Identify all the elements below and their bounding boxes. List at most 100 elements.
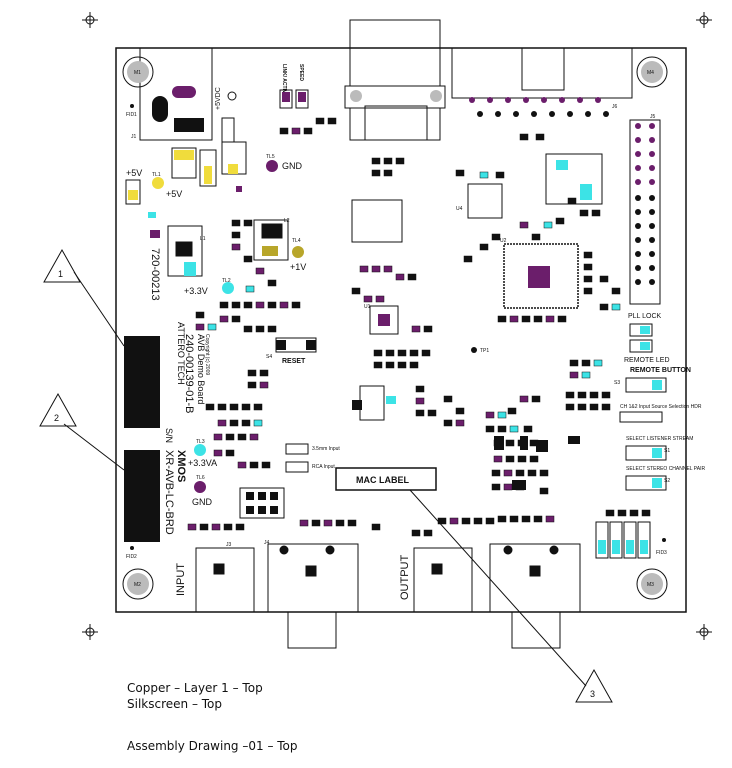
smd-part (565, 403, 575, 411)
tl6-label: TL6 (196, 475, 205, 481)
smd-part (411, 325, 421, 333)
smd-part (253, 403, 263, 411)
smd-part (591, 209, 601, 217)
brand-logo: XMOS (175, 450, 187, 482)
smd-part (479, 243, 489, 251)
mac-label-area: MAC LABEL (335, 467, 437, 491)
smd-part (383, 265, 393, 273)
smd-part (581, 359, 591, 367)
main-processor-u2: U2 (500, 238, 579, 309)
note-copper-layer: Copper – Layer 1 – Top (127, 681, 263, 695)
vdc-label: +5VDC (215, 87, 222, 110)
smd-part (531, 395, 541, 403)
part-number: 720-00213 (149, 248, 161, 301)
s1-label: S1 (664, 448, 670, 454)
smd-part (599, 303, 609, 311)
smd-part (327, 117, 337, 125)
diode-part (494, 436, 504, 450)
m2-label: M2 (134, 582, 141, 588)
smd-part (519, 221, 529, 229)
power-jack-outline (139, 47, 213, 141)
u2-label: U2 (500, 238, 507, 244)
callout-1: 1 (43, 248, 125, 347)
smd-part (237, 433, 247, 441)
smd-part (385, 361, 395, 369)
smd-part (577, 403, 587, 411)
plus3v3a-label: +3.3VA (188, 458, 217, 468)
smd-part (311, 519, 321, 527)
smd-part (371, 169, 381, 177)
fid1-label: FID1 (126, 112, 137, 118)
tl2-label: TL2 (222, 278, 231, 284)
crosshair-top-left-icon (82, 12, 98, 28)
smd-part (589, 391, 599, 399)
smd-part (557, 315, 567, 323)
ethernet-leds: LINK/ ACTIVITY SPEED (279, 64, 309, 109)
smd-part (421, 349, 431, 357)
smd-part (241, 403, 251, 411)
smd-part (219, 301, 229, 309)
smd-part (225, 449, 235, 457)
smd-part (395, 273, 405, 281)
callout-2-number: 2 (54, 413, 59, 423)
smd-part (503, 469, 513, 477)
crosshair-top-right-icon (696, 12, 712, 28)
input-label: INPUT (175, 563, 187, 596)
smd-part (351, 287, 361, 295)
smd-part (231, 231, 241, 239)
mounting-hole-m1: M1 (122, 56, 154, 88)
smd-part (225, 433, 235, 441)
smd-part (243, 301, 253, 309)
smd-part (315, 117, 325, 125)
smd-part (371, 157, 381, 165)
smd-part (397, 349, 407, 357)
smd-part (519, 395, 529, 403)
callout-3: 3 (409, 489, 613, 703)
callout-2: 2 (39, 392, 125, 471)
mac-label: MAC LABEL (356, 475, 409, 485)
smd-part (211, 523, 221, 531)
smd-part (581, 371, 591, 379)
smd-part (279, 301, 289, 309)
smd-part (545, 315, 555, 323)
tl5-label: TL5 (266, 154, 275, 160)
tp-tl4: TL4 +1V (290, 238, 306, 272)
smd-part (187, 523, 197, 531)
smd-part (523, 425, 533, 433)
tp-tl6: TL6 GND (192, 475, 213, 507)
smd-part (241, 419, 251, 427)
smd-part (235, 523, 245, 531)
sn-label: S/N (164, 428, 174, 443)
note-assembly-drawing: Assembly Drawing –01 – Top (127, 739, 298, 753)
smd-part (485, 411, 495, 419)
diode-part (536, 440, 548, 452)
u4-label: U4 (456, 206, 463, 212)
top-connectors (139, 19, 633, 141)
test-points: TL5 GND TL1 +5V TL4 +1V TL2 +3.3V TL3 +3… (152, 154, 489, 507)
gnd-label-top: GND (282, 161, 303, 171)
speed-label: SPEED (298, 64, 304, 81)
smd-part (195, 323, 205, 331)
smd-part (485, 517, 495, 525)
mounting-hole-m3: M3 (636, 568, 668, 600)
tp-tl2: TL2 +3.3V (184, 278, 234, 296)
pcb-number: 240-00139-01-B (183, 334, 195, 414)
smd-part (593, 359, 603, 367)
smd-part (521, 315, 531, 323)
j4-label: J4 (264, 540, 270, 546)
diode-part (520, 436, 528, 450)
smd-part (509, 515, 519, 523)
plus1v-label: +1V (290, 262, 306, 272)
smd-part (543, 221, 553, 229)
j5-label: J5 (650, 114, 656, 120)
smd-part (527, 469, 537, 477)
mounting-holes: M1 M4 M2 M3 (122, 56, 668, 600)
plus5v-label-tp: +5V (166, 189, 182, 199)
smd-part (443, 395, 453, 403)
power-section: J1 +5VDC (131, 86, 247, 192)
smd-part (539, 487, 549, 495)
smd-part (491, 483, 501, 491)
jack-j3 (195, 547, 255, 613)
smd-part (219, 315, 229, 323)
